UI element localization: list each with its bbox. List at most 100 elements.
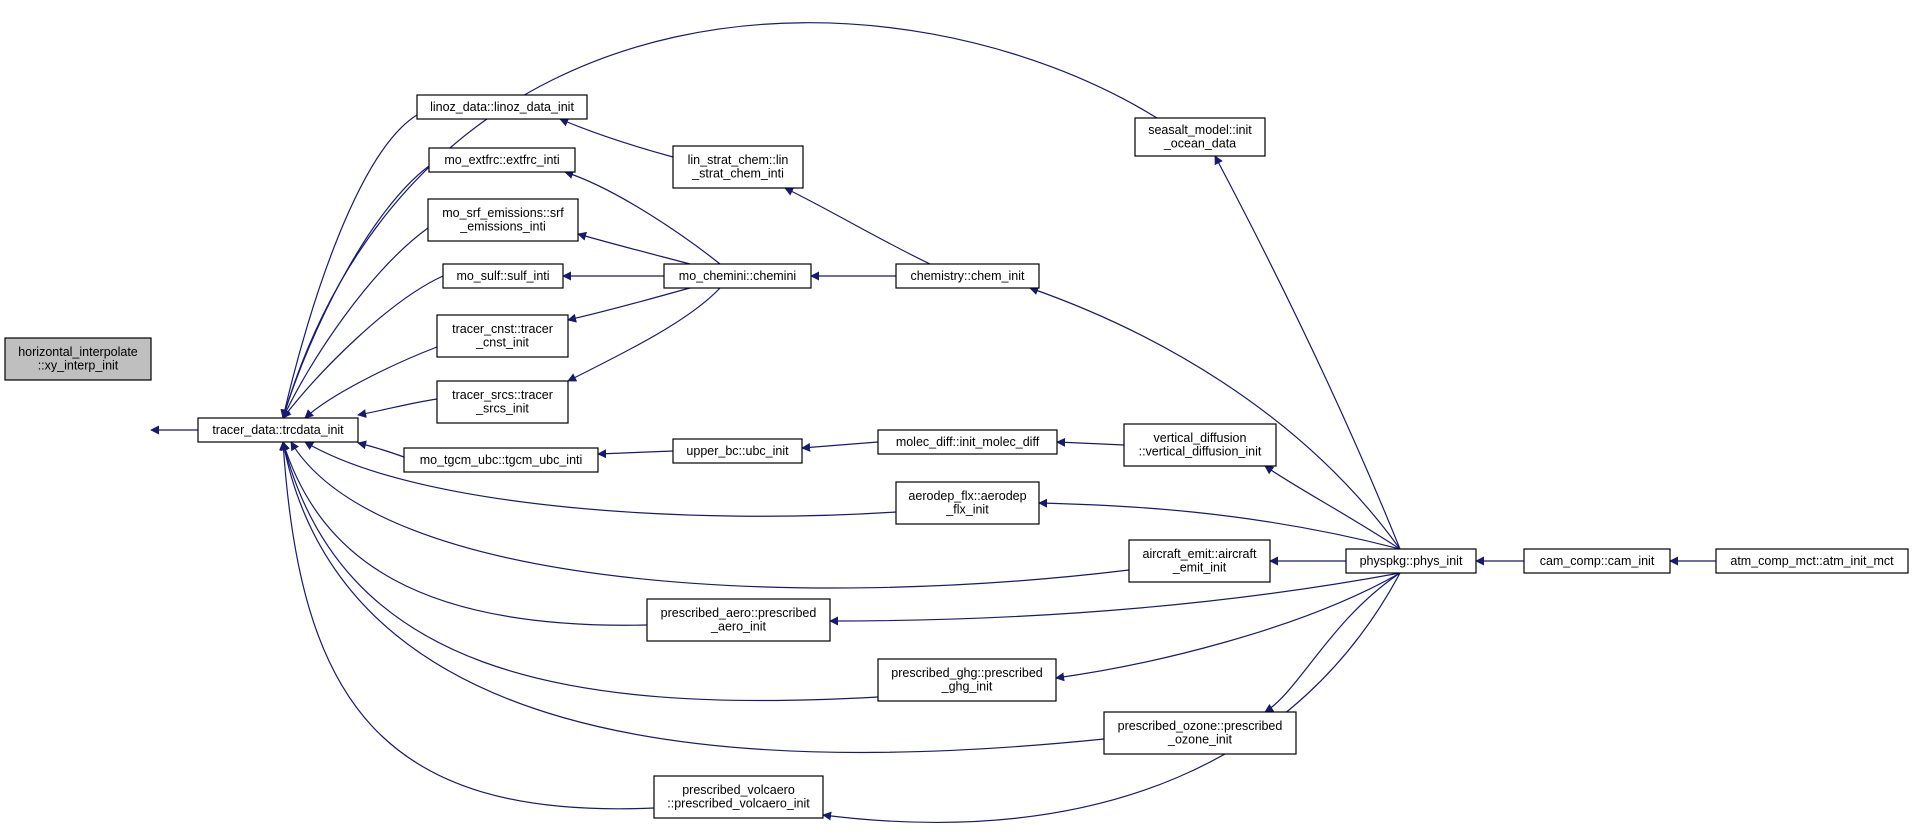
node-box xyxy=(663,263,812,289)
node-label-line: tracer_srcs::tracer xyxy=(452,388,553,402)
node-label-line: aerodep_flx::aerodep xyxy=(908,489,1026,503)
node-label-line: mo_srf_emissions::srf xyxy=(442,206,564,220)
node-box xyxy=(895,263,1040,289)
node-label-line: lin_strat_chem::lin xyxy=(688,153,789,167)
edge-cnst-to-trcdata xyxy=(304,346,438,419)
edge-chemini-to-extfrc xyxy=(564,170,721,265)
node-label-line: vertical_diffusion xyxy=(1154,431,1247,445)
node-label-line: mo_chemini::chemini xyxy=(679,269,796,283)
node-box xyxy=(1345,548,1477,574)
node-label-line: ::vertical_diffusion_init xyxy=(1139,445,1262,459)
edge-chem-to-linstrat xyxy=(784,187,931,265)
node-atm[interactable]: atm_comp_mct::atm_init_mct xyxy=(1715,548,1909,574)
node-box xyxy=(1128,539,1271,583)
node-cnst[interactable]: tracer_cnst::tracer_cnst_init xyxy=(436,314,569,358)
node-aerodep[interactable]: aerodep_flx::aerodep_flx_init xyxy=(895,481,1040,525)
node-box xyxy=(895,481,1040,525)
node-label-line: prescribed_volcaero xyxy=(682,783,795,797)
node-box xyxy=(436,380,569,424)
node-box xyxy=(653,775,824,819)
node-paero[interactable]: prescribed_aero::prescribed_aero_init xyxy=(646,598,831,642)
node-sulf[interactable]: mo_sulf::sulf_inti xyxy=(442,263,564,289)
node-ubc[interactable]: upper_bc::ubc_init xyxy=(672,438,803,464)
node-vdiff[interactable]: vertical_diffusion::vertical_diffusion_i… xyxy=(1123,423,1277,467)
node-aircraft[interactable]: aircraft_emit::aircraft_emit_init xyxy=(1128,539,1271,583)
node-extfrc[interactable]: mo_extfrc::extfrc_inti xyxy=(428,147,576,173)
edge-seasalt-to-trcdata xyxy=(281,22,1158,419)
node-label-line: physpkg::phys_init xyxy=(1360,554,1463,568)
edge-srcs-to-trcdata xyxy=(357,398,438,418)
node-layer: horizontal_interpolate::xy_interp_inittr… xyxy=(4,94,1909,819)
node-label-line: prescribed_ghg::prescribed xyxy=(891,666,1043,680)
edge-linstrat-to-linoz xyxy=(559,118,674,158)
node-cam[interactable]: cam_comp::cam_init xyxy=(1523,548,1671,574)
edge-phys-to-vdiff xyxy=(1264,465,1401,550)
node-root[interactable]: horizontal_interpolate::xy_interp_init xyxy=(4,337,152,381)
edge-phys-to-seasalt xyxy=(1214,155,1401,550)
node-pghg[interactable]: prescribed_ghg::prescribed_ghg_init xyxy=(877,658,1057,702)
node-label-line: _flx_init xyxy=(945,503,989,517)
node-box xyxy=(403,447,599,473)
edge-phys-to-chem xyxy=(1029,286,1401,550)
node-box xyxy=(672,438,803,464)
node-box xyxy=(1523,548,1671,574)
node-chemini[interactable]: mo_chemini::chemini xyxy=(663,263,812,289)
node-label-line: linoz_data::linoz_data_init xyxy=(430,100,574,114)
node-label-line: chemistry::chem_init xyxy=(911,269,1025,283)
node-label-line: _ghg_init xyxy=(941,680,993,694)
node-seasalt[interactable]: seasalt_model::init_ocean_data xyxy=(1134,117,1266,157)
node-label-line: tracer_cnst::tracer xyxy=(452,322,553,336)
node-trcdata[interactable]: tracer_data::trcdata_init xyxy=(197,417,359,443)
node-srcs[interactable]: tracer_srcs::tracer_srcs_init xyxy=(436,380,569,424)
node-phys[interactable]: physpkg::phys_init xyxy=(1345,548,1477,574)
node-box xyxy=(646,598,831,642)
node-label-line: horizontal_interpolate xyxy=(18,345,138,359)
edge-srfem-to-trcdata xyxy=(282,227,429,419)
node-label-line: atm_comp_mct::atm_init_mct xyxy=(1730,554,1894,568)
edge-ubc-to-tgcm xyxy=(597,449,674,459)
edge-phys-to-pvolc xyxy=(822,572,1401,824)
node-label-line: ::prescribed_volcaero_init xyxy=(667,797,810,811)
edge-aircraft-to-trcdata xyxy=(290,441,1130,589)
node-label-line: _cnst_init xyxy=(475,336,529,350)
node-label-line: _ozone_init xyxy=(1167,733,1232,747)
edge-pvolc-to-trcdata xyxy=(279,441,655,810)
node-linstrat[interactable]: lin_strat_chem::lin_strat_chem_inti xyxy=(672,145,804,189)
node-box xyxy=(877,429,1058,455)
node-pozone[interactable]: prescribed_ozone::prescribed_ozone_init xyxy=(1103,711,1297,755)
node-box xyxy=(1103,711,1297,755)
node-box xyxy=(442,263,564,289)
edge-phys-to-aerodep xyxy=(1038,498,1401,550)
edge-sulf-to-trcdata xyxy=(282,275,444,419)
edge-chemini-to-srfem xyxy=(577,231,691,265)
edge-layer xyxy=(150,22,1716,824)
node-box xyxy=(1715,548,1909,574)
node-chem[interactable]: chemistry::chem_init xyxy=(895,263,1040,289)
node-box xyxy=(672,145,804,189)
node-tgcm[interactable]: mo_tgcm_ubc::tgcm_ubc_inti xyxy=(403,447,599,473)
edge-aerodep-to-trcdata xyxy=(304,441,897,517)
node-label-line: tracer_data::trcdata_init xyxy=(212,423,344,437)
node-box xyxy=(416,94,588,120)
edge-pozone-to-trcdata xyxy=(280,441,1105,754)
node-box xyxy=(4,337,152,381)
node-box xyxy=(1123,423,1277,467)
node-linoz[interactable]: linoz_data::linoz_data_init xyxy=(416,94,588,120)
node-label-line: mo_extfrc::extfrc_inti xyxy=(444,153,559,167)
node-label-line: prescribed_aero::prescribed xyxy=(661,606,817,620)
edge-extfrc-to-trcdata xyxy=(281,165,430,419)
node-molec[interactable]: molec_diff::init_molec_diff xyxy=(877,429,1058,455)
node-label-line: aircraft_emit::aircraft xyxy=(1143,547,1257,561)
node-label-line: _strat_chem_inti xyxy=(691,167,784,181)
node-box xyxy=(1134,117,1266,157)
node-label-line: _aero_init xyxy=(710,620,766,634)
node-pvolc[interactable]: prescribed_volcaero::prescribed_volcaero… xyxy=(653,775,824,819)
node-label-line: upper_bc::ubc_init xyxy=(686,444,789,458)
node-srfem[interactable]: mo_srf_emissions::srf_emissions_inti xyxy=(427,198,579,242)
node-label-line: mo_tgcm_ubc::tgcm_ubc_inti xyxy=(420,453,583,467)
node-label-line: mo_sulf::sulf_inti xyxy=(456,269,549,283)
node-label-line: molec_diff::init_molec_diff xyxy=(896,435,1040,449)
edge-vdiff-to-molec xyxy=(1056,437,1125,447)
node-box xyxy=(427,198,579,242)
